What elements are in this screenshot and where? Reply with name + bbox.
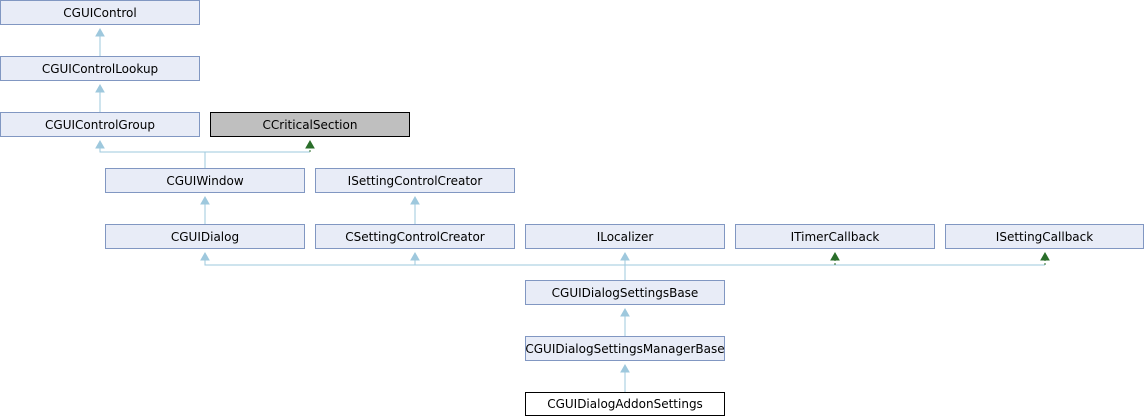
node-isettingcontrolcreator[interactable]: ISettingControlCreator: [315, 168, 515, 193]
arrowhead: [200, 195, 210, 205]
node-cguidialogsettingsmanagerbase[interactable]: CGUIDialogSettingsManagerBase: [525, 336, 725, 361]
node-itimercallback[interactable]: ITimerCallback: [735, 224, 935, 249]
node-ccriticalsection[interactable]: CCriticalSection: [210, 112, 410, 137]
node-isettingcallback[interactable]: ISettingCallback: [945, 224, 1144, 249]
arrowhead-protected: [305, 139, 315, 149]
node-ilocalizer[interactable]: ILocalizer: [525, 224, 725, 249]
node-cguicontrollookup[interactable]: CGUIControlLookup: [0, 56, 200, 81]
node-csettingcontrolcreator[interactable]: CSettingControlCreator: [315, 224, 515, 249]
node-cguidialogsettingsbase[interactable]: CGUIDialogSettingsBase: [525, 280, 725, 305]
node-cguidialog[interactable]: CGUIDialog: [105, 224, 305, 249]
arrowhead-protected: [830, 251, 840, 261]
edge-cguiwindow-to-cguicontrolgroup: [99, 142, 206, 168]
node-cguidialogaddonsettings: CGUIDialogAddonSettings: [525, 392, 725, 416]
arrowhead: [620, 363, 630, 373]
arrowhead: [95, 139, 105, 149]
arrowhead: [620, 251, 630, 261]
arrowhead: [410, 195, 420, 205]
arrowhead: [200, 251, 210, 261]
arrowhead: [95, 83, 105, 93]
node-cguicontrol[interactable]: CGUIControl: [0, 0, 200, 25]
node-cguiwindow[interactable]: CGUIWindow: [105, 168, 305, 193]
node-cguicontrolgroup[interactable]: CGUIControlGroup: [0, 112, 200, 137]
arrowhead: [410, 251, 420, 261]
arrowhead: [95, 27, 105, 37]
arrowhead-protected: [1040, 251, 1050, 261]
arrowhead: [620, 307, 630, 317]
